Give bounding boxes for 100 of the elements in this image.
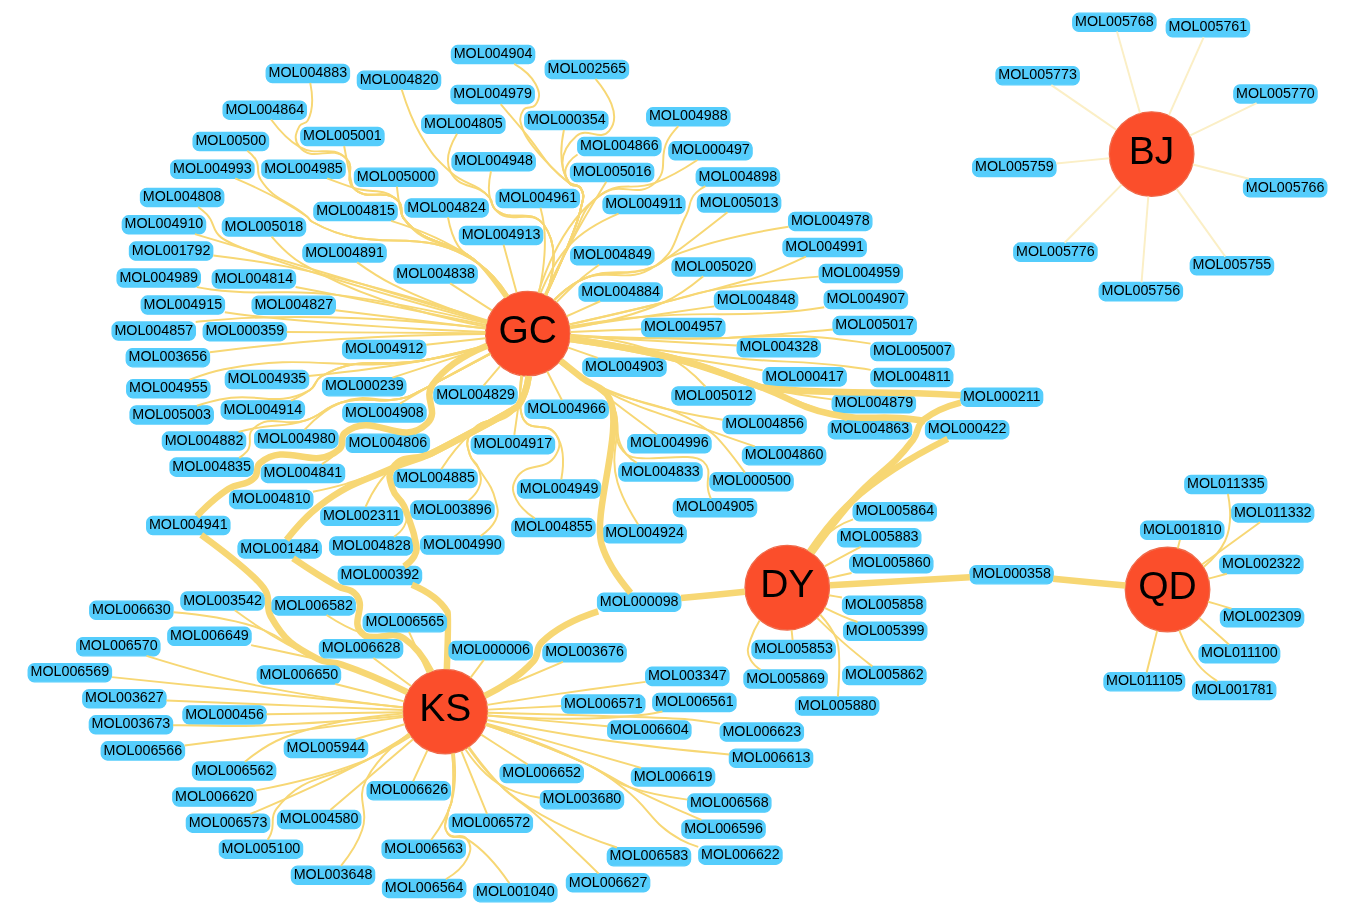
node-box: MOL004924 bbox=[601, 524, 687, 544]
node-box: MOL004908 bbox=[341, 403, 427, 423]
node-box: MOL004885 bbox=[392, 468, 478, 489]
connector bbox=[487, 170, 554, 297]
node-box: MOL004891 bbox=[301, 243, 387, 263]
node-box: MOL004988 bbox=[645, 107, 731, 127]
node-box: MOL006596 bbox=[680, 819, 766, 839]
node-box: MOL004580 bbox=[276, 809, 361, 830]
node-box: MOL004912 bbox=[341, 339, 426, 360]
node-box: MOL006623 bbox=[719, 722, 804, 742]
node-box: MOL005013 bbox=[696, 193, 781, 213]
connector bbox=[237, 352, 491, 459]
connector bbox=[1167, 36, 1205, 117]
connector bbox=[568, 333, 706, 388]
connector bbox=[512, 62, 584, 296]
node-box: MOL006573 bbox=[185, 813, 270, 833]
connector bbox=[339, 732, 410, 867]
node-box: MOL004993 bbox=[169, 159, 255, 179]
node-box: MOL004955 bbox=[125, 379, 211, 399]
connector bbox=[1206, 600, 1232, 610]
node-box: MOL000500 bbox=[708, 472, 794, 492]
connector bbox=[1191, 163, 1250, 180]
node-box: MOL001484 bbox=[236, 539, 322, 559]
node-box: MOL005761 bbox=[1165, 18, 1250, 38]
node-box: MOL001781 bbox=[1191, 680, 1276, 701]
connector bbox=[463, 748, 541, 799]
node-box: MOL004841 bbox=[260, 463, 345, 484]
connector bbox=[1175, 187, 1226, 258]
node-box: MOL005020 bbox=[670, 257, 756, 277]
node-circle: BJ bbox=[1108, 111, 1195, 197]
node-box: MOL001040 bbox=[472, 882, 558, 903]
connector bbox=[829, 573, 970, 589]
connector bbox=[486, 714, 608, 728]
node-box: MOL003347 bbox=[644, 666, 730, 687]
node-box: MOL006583 bbox=[606, 846, 691, 867]
node-box: MOL001810 bbox=[1139, 520, 1225, 541]
connector bbox=[746, 619, 762, 671]
connector bbox=[193, 233, 488, 323]
node-box: MOL006569 bbox=[27, 663, 112, 683]
connector bbox=[1140, 195, 1149, 284]
node-box: MOL005399 bbox=[842, 621, 927, 641]
node-box: MOL003627 bbox=[81, 689, 167, 709]
connector bbox=[486, 705, 562, 711]
connector bbox=[790, 629, 794, 642]
node-box: MOL004860 bbox=[741, 445, 826, 466]
node-box: MOL005018 bbox=[221, 217, 306, 237]
node-box: MOL000417 bbox=[761, 367, 847, 387]
connector bbox=[1054, 157, 1110, 165]
connector bbox=[243, 712, 404, 763]
connector bbox=[827, 594, 843, 599]
connector bbox=[223, 311, 486, 334]
node-box: MOL005862 bbox=[841, 665, 927, 686]
connector bbox=[486, 711, 721, 725]
node-box: MOL000497 bbox=[667, 141, 753, 161]
node-box: MOL000358 bbox=[968, 565, 1054, 585]
node-box: MOL011332 bbox=[1230, 503, 1314, 523]
node-box: MOL006619 bbox=[630, 767, 715, 787]
node-box: MOL005883 bbox=[836, 528, 921, 548]
connector bbox=[568, 306, 825, 328]
node-box: MOL000354 bbox=[523, 110, 609, 131]
node-box: MOL004827 bbox=[250, 295, 336, 316]
connector bbox=[325, 177, 507, 299]
node-box: MOL004882 bbox=[161, 431, 246, 451]
connector bbox=[429, 752, 456, 841]
node-box: MOL004828 bbox=[328, 536, 414, 556]
connector bbox=[333, 309, 486, 330]
node-box: MOL011100 bbox=[1197, 644, 1280, 664]
connector bbox=[1176, 538, 1181, 550]
node-box: MOL006561 bbox=[651, 692, 737, 713]
node-box: MOL006570 bbox=[75, 636, 161, 657]
connector bbox=[484, 723, 688, 801]
node-box: MOL002322 bbox=[1218, 554, 1304, 575]
node-box: MOL004949 bbox=[516, 479, 601, 499]
node-box: MOL000211 bbox=[959, 387, 1043, 407]
connector bbox=[424, 337, 486, 346]
node-box: MOL006622 bbox=[697, 845, 783, 865]
node-box: MOL005012 bbox=[670, 386, 756, 406]
node-circle: DY bbox=[743, 544, 830, 631]
node-box: MOL005755 bbox=[1189, 256, 1274, 276]
connector bbox=[446, 132, 554, 297]
connector bbox=[567, 275, 820, 326]
node-box: MOL004917 bbox=[470, 434, 555, 455]
connector bbox=[1202, 492, 1231, 569]
node-box: MOL005768 bbox=[1071, 12, 1157, 33]
node-box: MOL004863 bbox=[827, 419, 912, 440]
node-box: MOL006630 bbox=[88, 600, 174, 621]
node-box: MOL000392 bbox=[337, 565, 422, 586]
node-box: MOL005003 bbox=[128, 405, 214, 425]
node-box: MOL004811 bbox=[869, 367, 953, 388]
node-box: MOL004898 bbox=[695, 167, 780, 187]
node-box: MOL003676 bbox=[541, 643, 627, 663]
node-box: MOL006604 bbox=[606, 720, 692, 740]
connector bbox=[467, 746, 600, 875]
node-box: MOL004978 bbox=[787, 211, 873, 232]
node-box: MOL004328 bbox=[736, 338, 821, 358]
connector bbox=[1049, 84, 1117, 131]
node-box: MOL004989 bbox=[115, 268, 201, 288]
connector bbox=[172, 611, 408, 694]
connector bbox=[303, 352, 491, 431]
node-box: MOL006620 bbox=[171, 787, 257, 807]
